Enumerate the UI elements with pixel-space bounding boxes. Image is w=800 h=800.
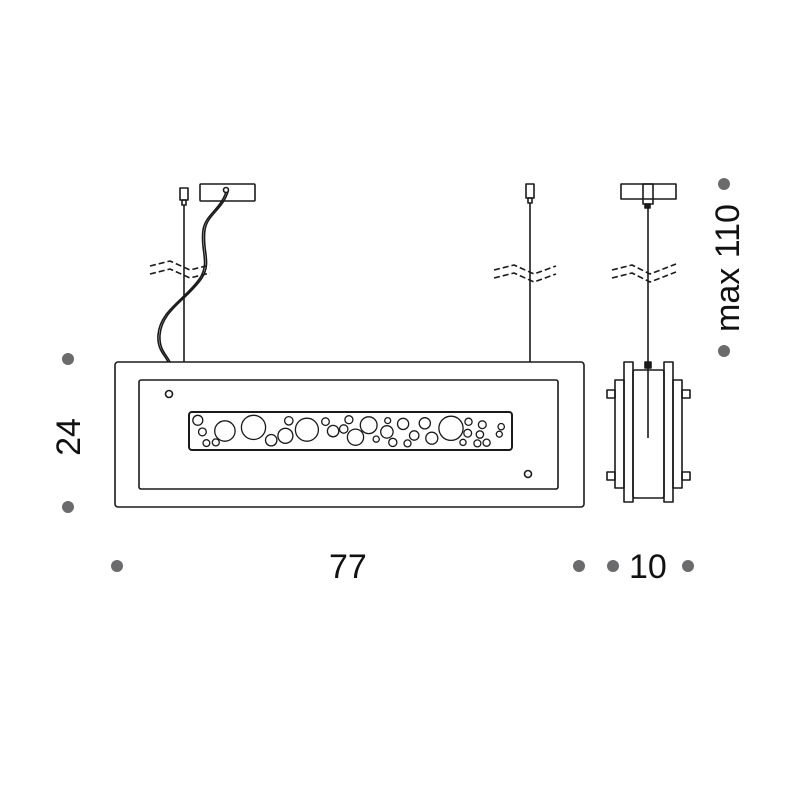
break-mark-right [493, 264, 557, 283]
front-view [114, 183, 585, 508]
ceiling-canopy [157, 183, 256, 363]
dimension-dot [62, 501, 74, 513]
drop-dimension-label: max 110 [709, 204, 747, 332]
dimension-dot [718, 345, 730, 357]
outer-frame [114, 361, 585, 508]
break-mark-side [611, 263, 677, 283]
dimension-dot [718, 178, 730, 190]
height-dimension-label: 24 [49, 418, 88, 456]
cable-gripper-left [179, 187, 189, 362]
dimension-dot [682, 560, 694, 572]
width-dimension-label: 77 [329, 548, 367, 586]
inner-panel [138, 379, 559, 490]
depth-dimension-label: 10 [629, 548, 667, 586]
dimension-dot [111, 560, 123, 572]
break-mark-left [149, 260, 211, 279]
bubble-strip [188, 411, 513, 451]
dimension-dot [62, 353, 74, 365]
dimension-dot [607, 560, 619, 572]
dimension-dot [573, 560, 585, 572]
cable-gripper-right [525, 183, 535, 362]
side-view [606, 183, 691, 503]
